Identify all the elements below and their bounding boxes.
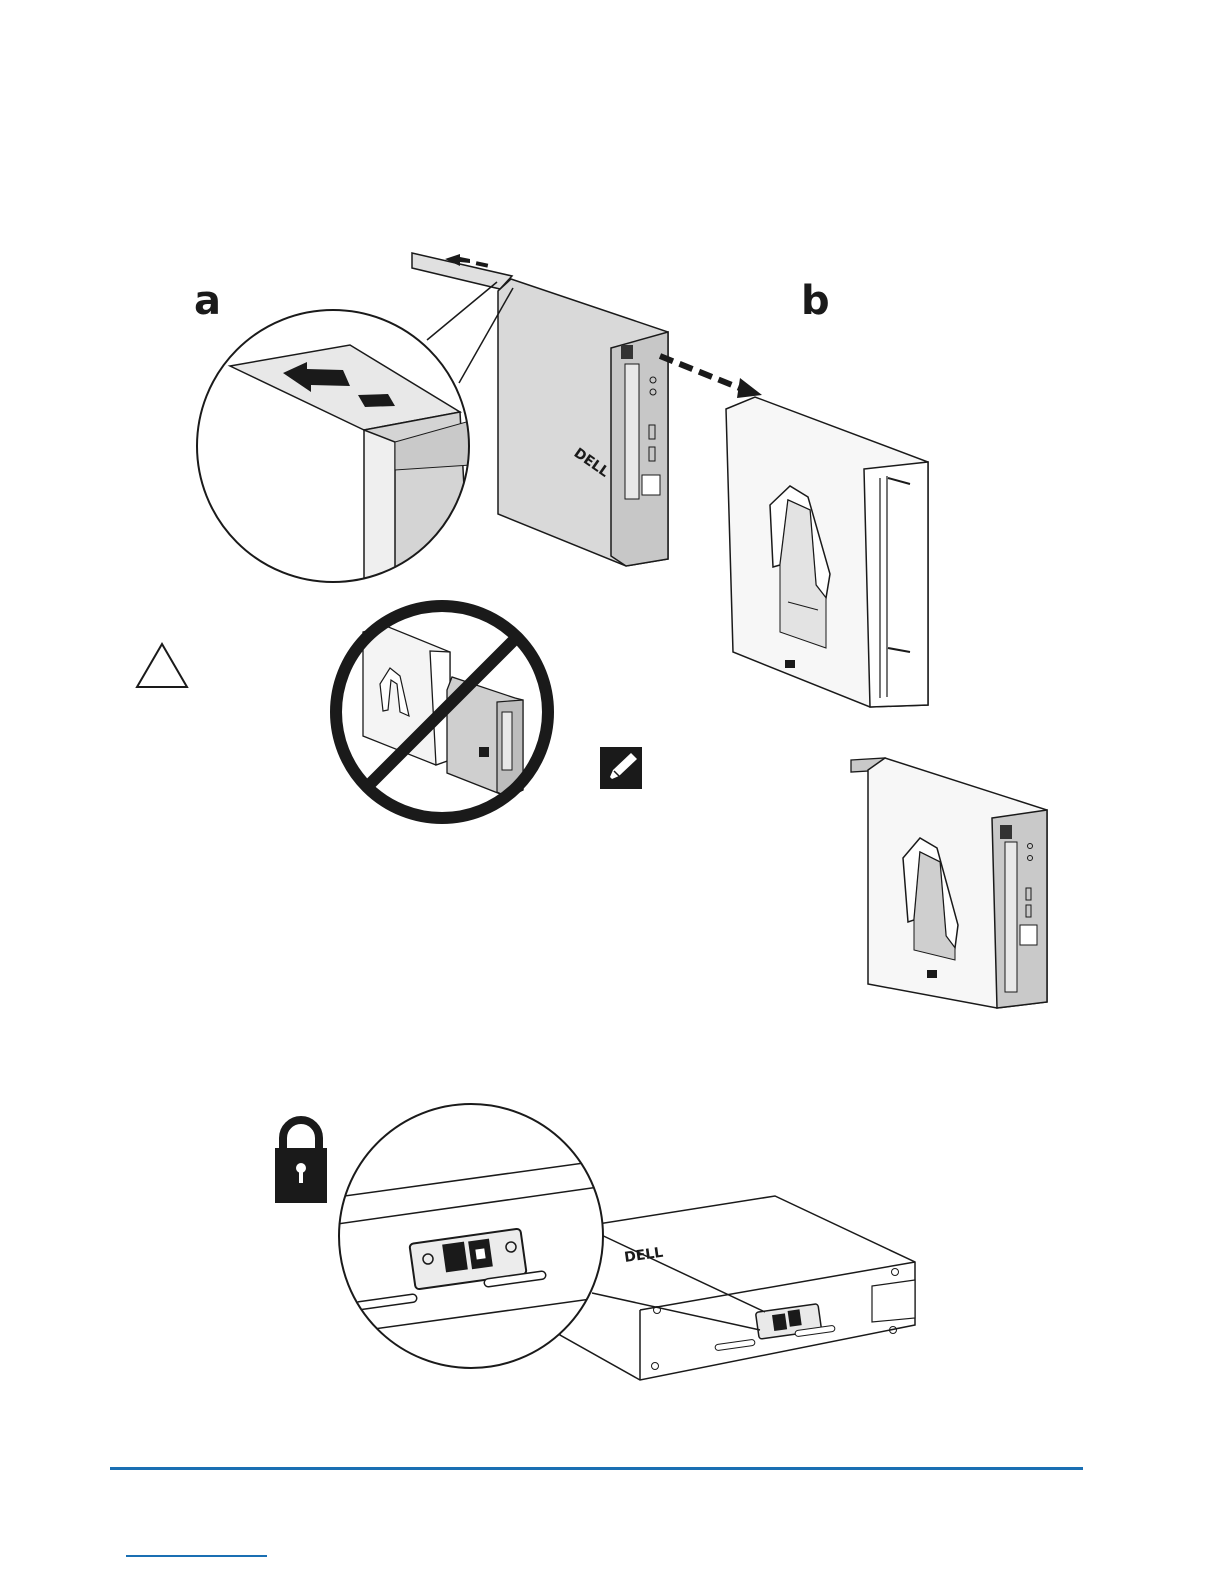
zoom-detail-release-tab	[197, 310, 470, 600]
computer-installed-in-sleeve	[851, 758, 1047, 1008]
slide-out-arrow	[660, 356, 762, 398]
prohibited-wrong-orientation	[336, 606, 548, 818]
footer-link-underline[interactable]	[126, 1555, 267, 1557]
footer-rule	[110, 1467, 1083, 1470]
padlock-icon	[275, 1120, 327, 1203]
empty-mount-sleeve	[726, 397, 928, 707]
caution-triangle-icon	[137, 644, 187, 687]
note-pencil-icon	[600, 747, 642, 789]
mount-sleeve-bottom-view: DELL	[560, 1196, 915, 1380]
